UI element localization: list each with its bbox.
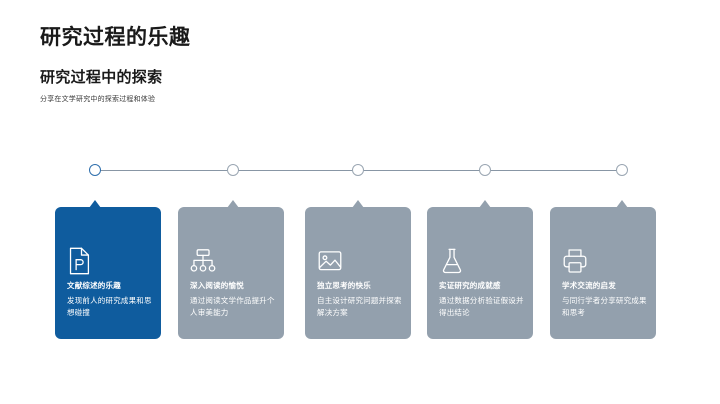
- card-description: 发现前人的研究成果和思想碰撞: [67, 296, 152, 317]
- card-pointer-notch: [479, 200, 491, 208]
- timeline-card-1[interactable]: 文献综述的乐趣发现前人的研究成果和思想碰撞: [55, 200, 161, 339]
- page-title: 研究过程的乐趣: [40, 26, 191, 49]
- printer-icon: [562, 247, 588, 275]
- card-description: 通过阅读文学作品提升个人审美能力: [190, 296, 275, 317]
- image-icon: [317, 247, 343, 275]
- timeline-card-4[interactable]: 实证研究的成就感通过数据分析验证假设并得出结论: [427, 200, 533, 339]
- card-title: 实证研究的成就感: [439, 281, 501, 290]
- card-description: 与同行学者分享研究成果和思考: [562, 296, 647, 317]
- flask-icon: [439, 247, 465, 275]
- card-pointer-notch: [227, 200, 239, 208]
- timeline-node-1[interactable]: [89, 164, 101, 176]
- timeline-node-2[interactable]: [227, 164, 239, 176]
- card-description: 自主设计研究问题并探索解决方案: [317, 296, 402, 317]
- slide-description: 分享在文学研究中的探索过程和体验: [40, 95, 156, 103]
- card-description: 通过数据分析验证假设并得出结论: [439, 296, 524, 317]
- slide-subtitle: 研究过程中的探索: [40, 69, 163, 87]
- card-pointer-notch: [616, 200, 628, 208]
- timeline-card-2[interactable]: 深入阅读的愉悦通过阅读文学作品提升个人审美能力: [178, 200, 284, 339]
- card-title: 学术交流的启发: [562, 281, 616, 290]
- timeline-card-5[interactable]: 学术交流的启发与同行学者分享研究成果和思考: [550, 200, 656, 339]
- timeline-node-4[interactable]: [479, 164, 491, 176]
- card-pointer-notch: [89, 200, 101, 208]
- slide-header: 研究过程的乐趣 研究过程中的探索 分享在文学研究中的探索过程和体验: [40, 26, 640, 104]
- card-title: 深入阅读的愉悦: [190, 281, 244, 290]
- card-pointer-notch: [352, 200, 364, 208]
- timeline-card-3[interactable]: 独立思考的快乐自主设计研究问题并探索解决方案: [305, 200, 411, 339]
- timeline-node-5[interactable]: [616, 164, 628, 176]
- timeline-node-3[interactable]: [352, 164, 364, 176]
- sitemap-icon: [190, 247, 216, 275]
- card-title: 文献综述的乐趣: [67, 281, 121, 290]
- document-p-icon: [67, 247, 93, 275]
- card-title: 独立思考的快乐: [317, 281, 371, 290]
